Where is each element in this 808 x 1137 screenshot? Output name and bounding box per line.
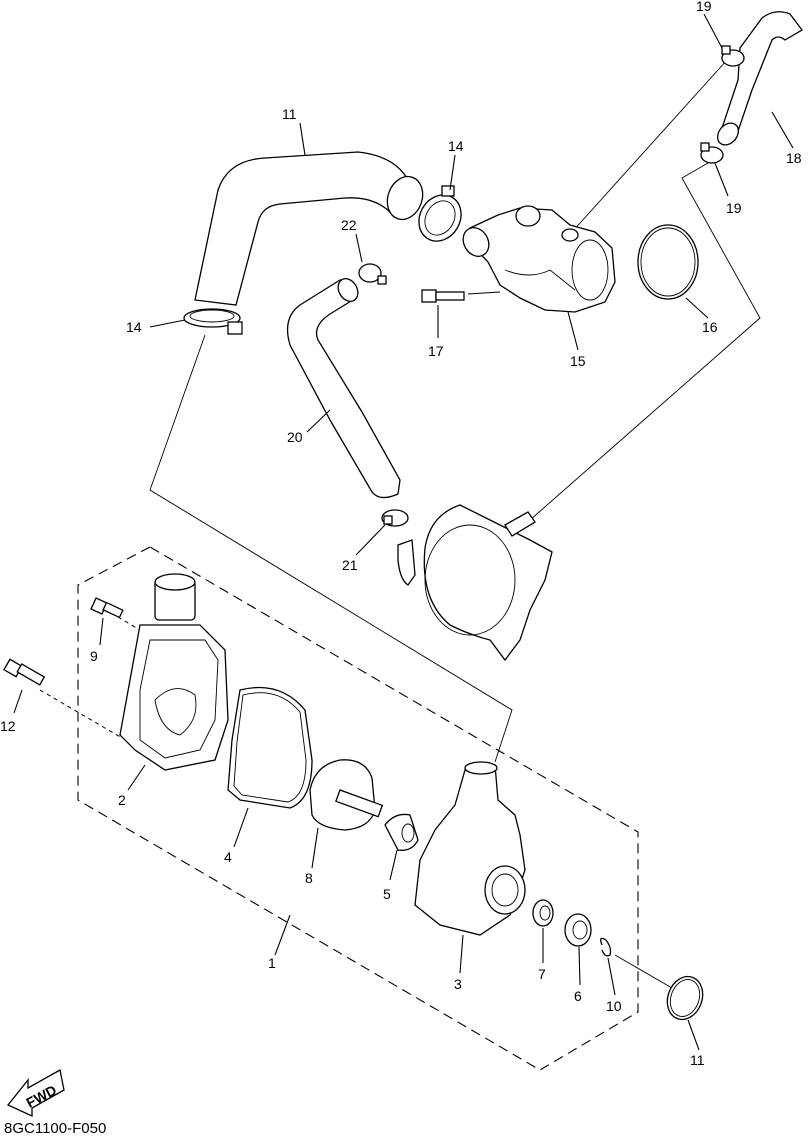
part-label-14: 14 xyxy=(126,319,142,335)
gasket-4 xyxy=(227,686,313,809)
hose-clamp-19-top xyxy=(721,45,745,67)
circlip-10 xyxy=(600,937,612,957)
assembly-outline xyxy=(77,546,639,1071)
hose-clamp-21 xyxy=(381,509,409,527)
connection-lines xyxy=(39,59,761,989)
radiator-hose-13 xyxy=(194,151,424,306)
pump-housing-2 xyxy=(119,573,229,771)
bypass-hose-20 xyxy=(286,278,401,499)
part-label-12: 12 xyxy=(0,718,16,734)
hose-clamp-19-bottom xyxy=(700,142,724,164)
fwd-arrow-icon: FWD xyxy=(6,1068,65,1118)
part-label-19: 19 xyxy=(726,200,742,216)
part-label-8: 8 xyxy=(305,870,313,886)
bearing-6 xyxy=(564,913,592,947)
diagram-code: 8GC1100-F050 xyxy=(4,1120,106,1137)
part-label-14: 14 xyxy=(448,138,464,154)
part-label-10: 10 xyxy=(606,998,622,1014)
part-label-1: 1 xyxy=(268,955,276,971)
part-label-3: 3 xyxy=(454,976,462,992)
pump-body-3 xyxy=(414,761,526,936)
hose-clamp-22 xyxy=(358,263,387,285)
o-ring-11 xyxy=(666,975,704,1021)
part-label-4: 4 xyxy=(224,849,232,865)
bolt-9 xyxy=(90,597,124,619)
part-label-13: 11 xyxy=(282,106,297,122)
thermostat-housing-15 xyxy=(462,205,616,313)
hose-clamp-14-top xyxy=(418,185,462,242)
bolt-17 xyxy=(421,289,465,303)
leader-lines xyxy=(13,13,794,1051)
part-label-9: 9 xyxy=(90,648,98,664)
impeller-8 xyxy=(309,759,384,831)
o-ring-16 xyxy=(637,224,699,300)
part-label-16: 16 xyxy=(702,319,718,335)
part-label-18: 18 xyxy=(786,150,802,166)
part-label-2: 2 xyxy=(118,792,126,808)
seal-5 xyxy=(384,813,419,851)
thermostat-cover xyxy=(397,504,553,662)
part-label-22: 22 xyxy=(341,217,357,233)
part-label-15: 15 xyxy=(570,353,586,369)
part-label-11: 11 xyxy=(690,1052,705,1068)
hose-18 xyxy=(717,11,803,146)
part-label-17: 17 xyxy=(428,343,444,359)
part-label-6: 6 xyxy=(574,988,582,1004)
hose-clamp-14-left xyxy=(183,308,243,335)
part-label-21: 21 xyxy=(342,557,358,573)
part-label-20: 20 xyxy=(287,429,303,445)
bolt-12 xyxy=(3,658,46,686)
part-label-7: 7 xyxy=(538,966,546,982)
part-label-19: 19 xyxy=(696,0,712,14)
seal-7 xyxy=(532,899,554,927)
part-labels: 11 14 14 22 17 15 16 19 19 18 20 21 9 12… xyxy=(0,0,802,1068)
part-label-5: 5 xyxy=(383,886,391,902)
